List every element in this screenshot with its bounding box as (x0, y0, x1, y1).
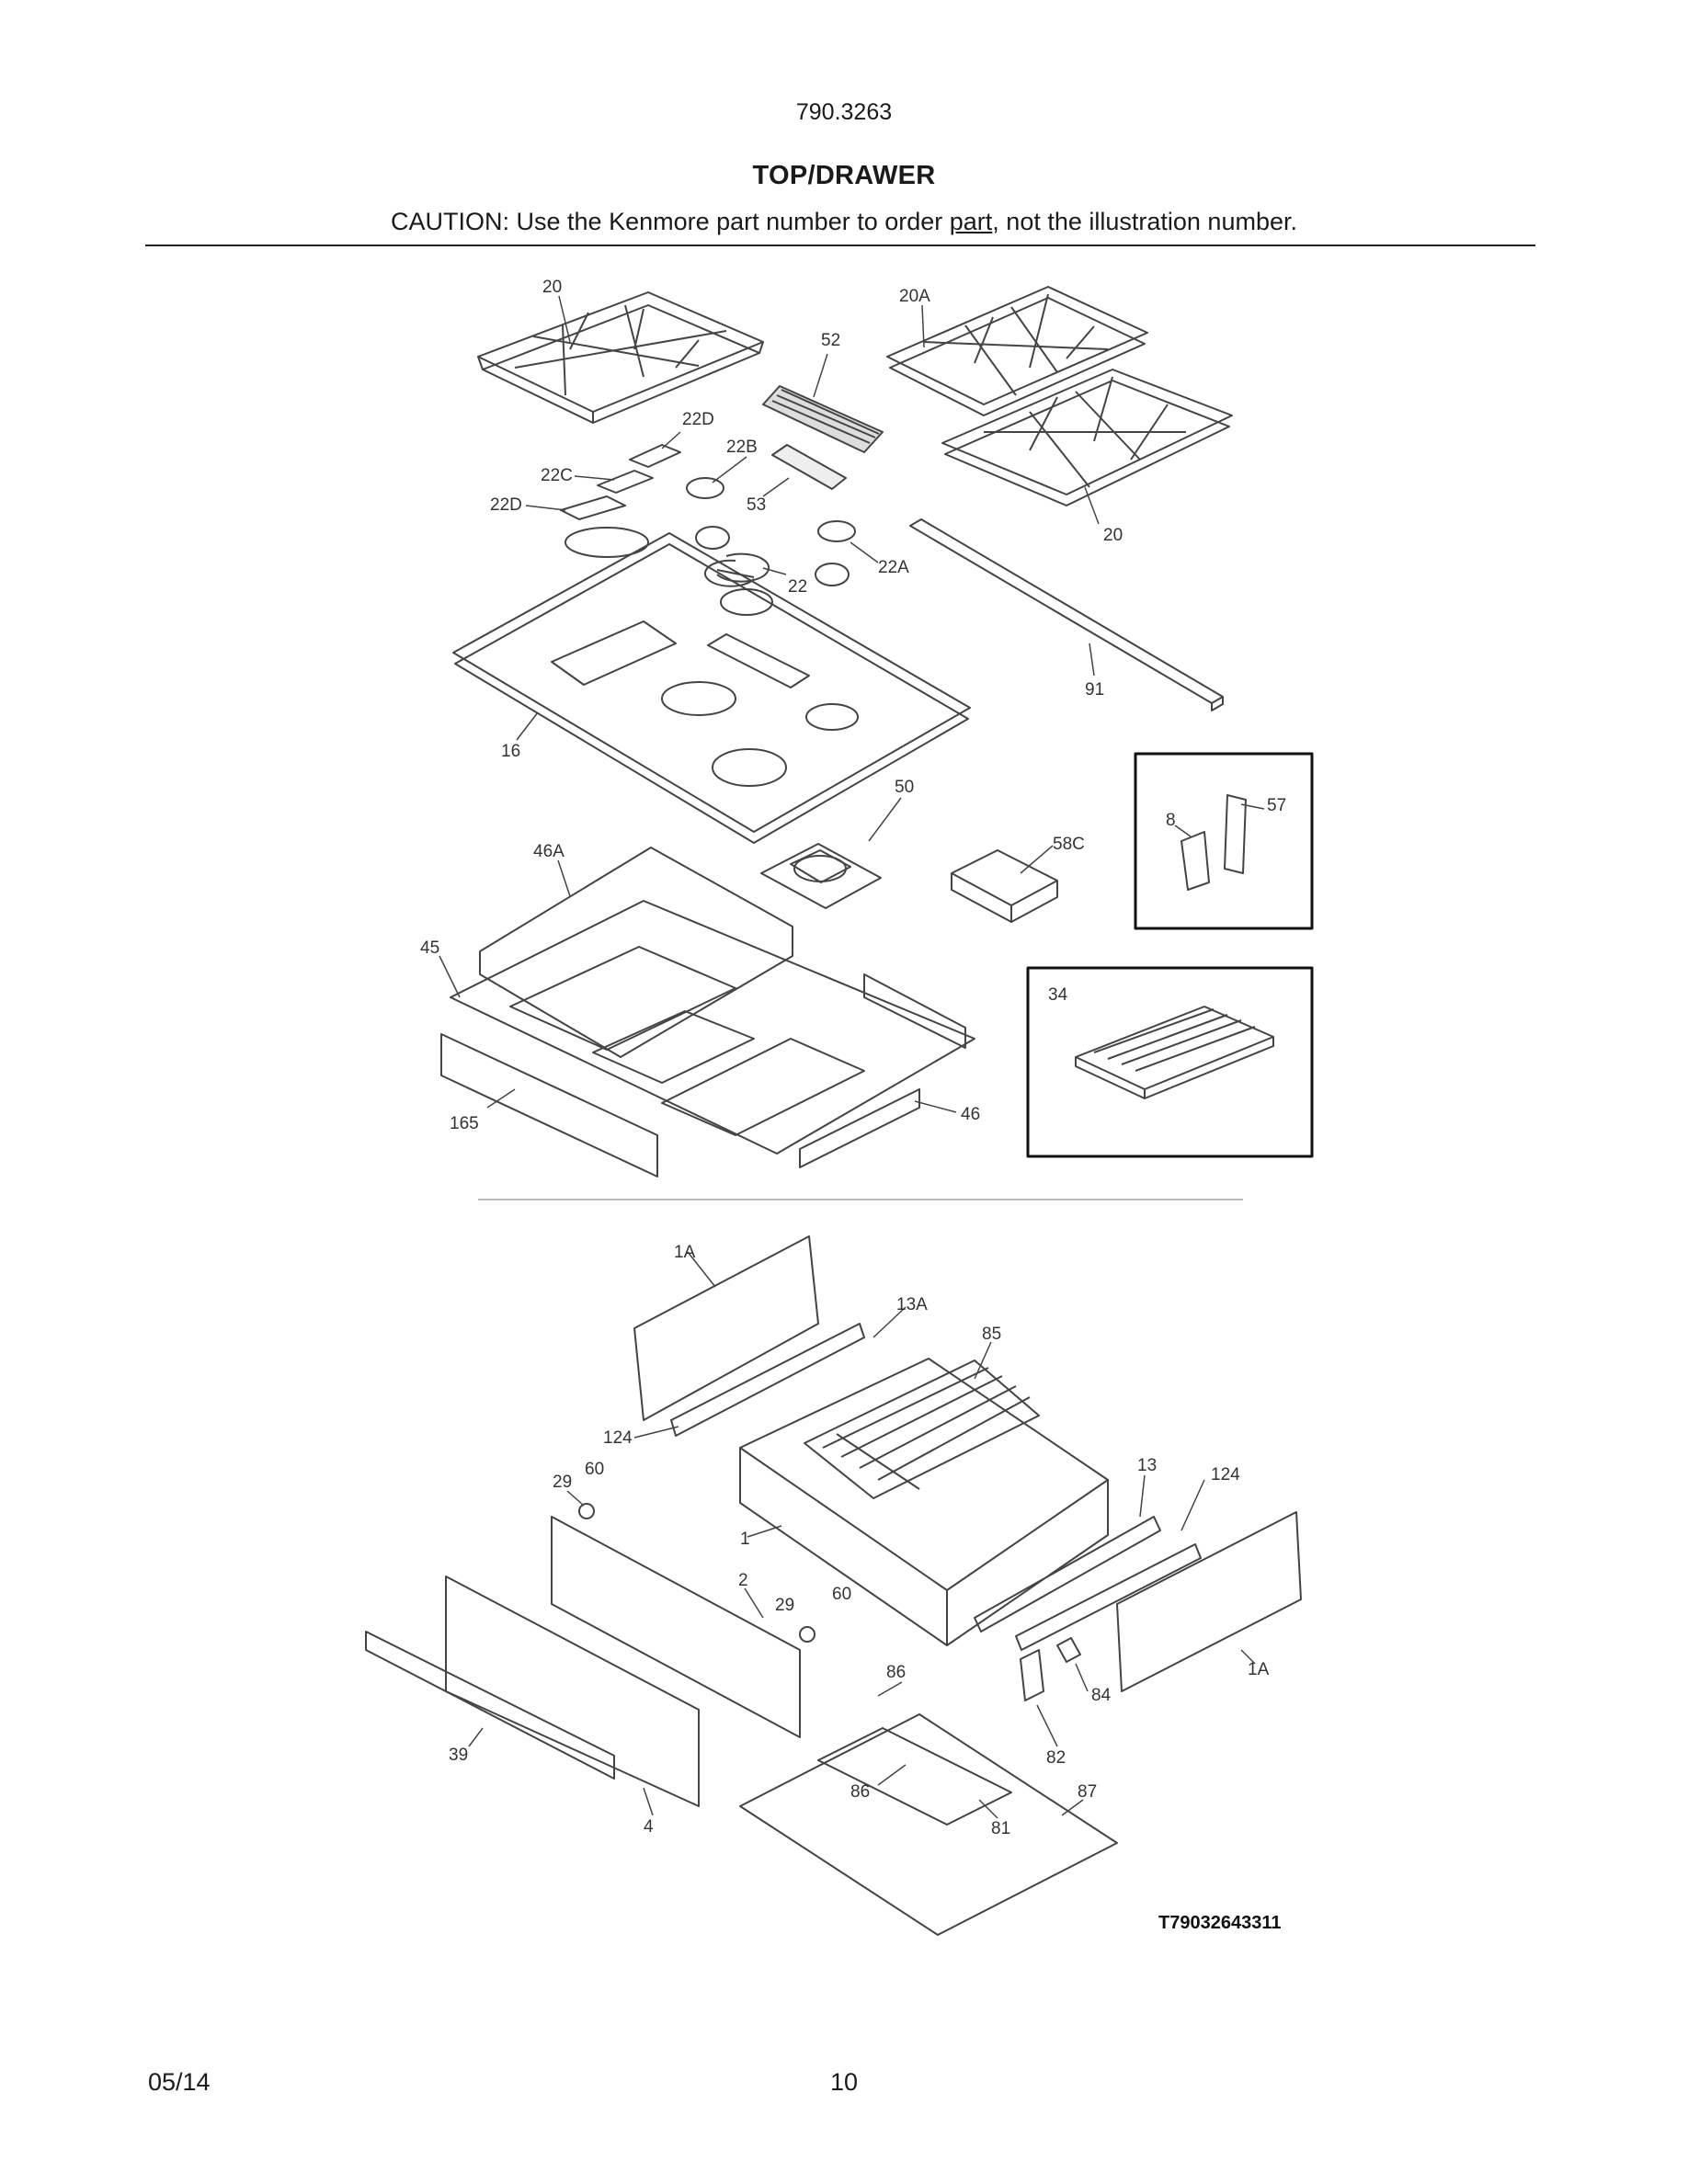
main-body-45 (450, 900, 975, 1155)
side-panel-1A-right (1116, 1511, 1302, 1692)
callout-34: 34 (1048, 985, 1068, 1005)
callout-52: 52 (821, 331, 840, 350)
bottom-panel-87 (739, 1713, 1118, 1936)
callout-82: 82 (1046, 1748, 1066, 1768)
callout-124-left: 124 (603, 1428, 633, 1448)
grate-left (477, 291, 764, 424)
callout-2: 2 (738, 1571, 748, 1590)
knob-29-mid (799, 1626, 815, 1643)
callout-81: 81 (991, 1819, 1010, 1838)
simmer-cap-52 (762, 385, 884, 453)
callout-84: 84 (1091, 1686, 1112, 1705)
rack-85 (804, 1359, 1040, 1499)
callout-22: 22 (788, 577, 807, 597)
callout-124-right: 124 (1211, 1465, 1240, 1484)
callout-4: 4 (644, 1817, 654, 1837)
callout-50: 50 (895, 778, 914, 797)
callout-46: 46 (961, 1105, 980, 1124)
front-panel-165 (440, 1033, 658, 1177)
callout-8: 8 (1166, 811, 1176, 830)
callout-39: 39 (449, 1746, 468, 1765)
callout-29-mid: 29 (775, 1596, 794, 1615)
inset-box-igniter (1134, 752, 1314, 930)
page-title: TOP/DRAWER (752, 161, 936, 190)
inset-box-griddle (1026, 966, 1314, 1158)
callout-16: 16 (501, 742, 520, 761)
callout-22B: 22B (726, 438, 758, 457)
box-58C (951, 849, 1058, 923)
element-81 (817, 1727, 1012, 1826)
knob-29-left (578, 1503, 595, 1519)
callout-29-left: 29 (553, 1473, 572, 1492)
leader-lines (439, 295, 1265, 1819)
callout-58C: 58C (1053, 835, 1085, 854)
rail-46 (799, 1088, 920, 1168)
slide-13 (974, 1516, 1161, 1632)
callout-1: 1 (740, 1530, 750, 1549)
burner-53 (771, 444, 847, 490)
header-divider (145, 245, 1535, 246)
side-panel-1A-left (633, 1235, 819, 1421)
callout-20: 20 (542, 278, 562, 297)
callout-60-mid: 60 (832, 1585, 851, 1604)
caution-text: CAUTION: Use the Kenmore part number to … (391, 208, 950, 235)
callout-13A: 13A (896, 1295, 928, 1314)
switch-84 (1056, 1637, 1081, 1663)
callout-13: 13 (1137, 1456, 1157, 1475)
callout-86-bottom: 86 (850, 1782, 870, 1802)
callout-labels: 20 20A 52 22D 22B 22C 22D 53 20 22 22A 9… (420, 278, 1286, 1933)
caution-note: CAUTION: Use the Kenmore part number to … (0, 208, 1688, 236)
callout-87: 87 (1078, 1782, 1097, 1802)
callout-85: 85 (982, 1325, 1001, 1344)
model-number: 790.3263 (795, 99, 893, 125)
callout-20-front: 20 (1103, 526, 1123, 545)
footer-date: 05/14 (148, 2068, 211, 2096)
callout-1A-right: 1A (1248, 1660, 1270, 1679)
page-number: 10 (829, 2068, 859, 2096)
callout-86-top: 86 (886, 1663, 906, 1682)
callout-91: 91 (1085, 680, 1104, 700)
callout-22A: 22A (878, 558, 909, 577)
outer-panel-4 (445, 1575, 700, 1807)
trim-91 (909, 518, 1224, 711)
cooktop-16 (452, 532, 971, 844)
callout-22D: 22D (682, 410, 714, 429)
callout-22D-left: 22D (490, 495, 522, 515)
callout-46A: 46A (533, 842, 565, 861)
drawing-code: T79032643311 (1158, 1913, 1281, 1933)
callout-45: 45 (420, 938, 439, 958)
burner-box-50 (760, 843, 882, 909)
grate-right-front (941, 369, 1233, 506)
handle-39 (365, 1631, 615, 1780)
slide-13A (670, 1323, 865, 1437)
bracket-82 (1020, 1649, 1044, 1701)
panel-46A (479, 847, 793, 1058)
callout-1A: 1A (674, 1243, 696, 1262)
callout-60-left: 60 (585, 1460, 604, 1479)
callout-165: 165 (450, 1114, 479, 1133)
griddle-34 (1075, 1006, 1274, 1099)
callout-20A: 20A (899, 287, 930, 306)
caution-text-end: , not the illustration number. (992, 208, 1297, 235)
callout-22C: 22C (541, 466, 573, 485)
drawer-1 (739, 1358, 1109, 1646)
slide-124-right (1015, 1543, 1202, 1651)
callout-57: 57 (1267, 796, 1286, 815)
callout-53: 53 (747, 495, 766, 515)
caution-part-link: part (949, 208, 993, 235)
grate-right-rear (886, 286, 1148, 416)
inner-panel-2 (551, 1516, 801, 1738)
